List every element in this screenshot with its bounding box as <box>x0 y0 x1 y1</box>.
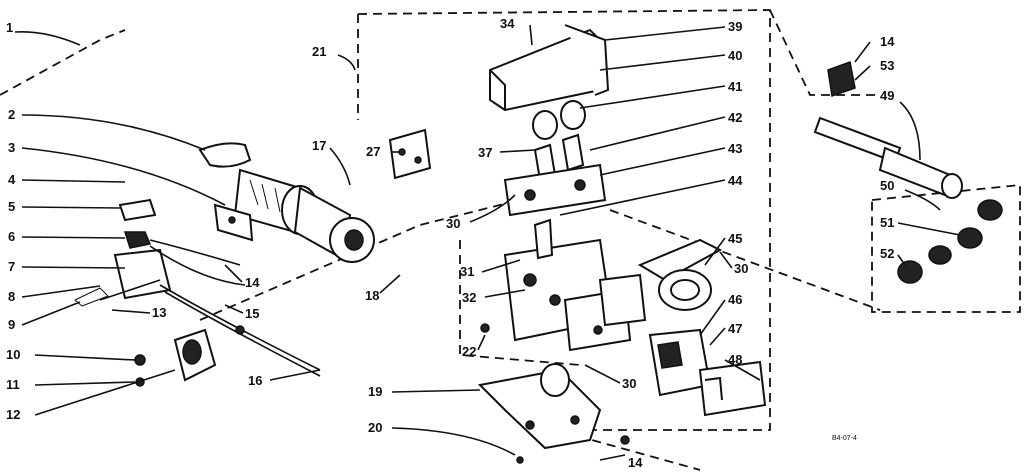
label-7: 7 <box>8 259 15 274</box>
label-14: 14 <box>245 275 260 290</box>
upper-assembly-boundary <box>357 9 771 431</box>
assembly-boundaries <box>0 9 1021 471</box>
hood-assembly <box>388 24 610 180</box>
label-1: 1 <box>6 20 13 35</box>
valve-stems <box>503 100 607 217</box>
igniter-assembly <box>74 198 246 307</box>
label-17: 17 <box>312 138 326 153</box>
label-19: 19 <box>368 384 382 399</box>
knob-12 <box>134 328 217 387</box>
label-14-top-right: 14 <box>880 34 895 49</box>
label-42: 42 <box>728 110 742 125</box>
solenoid-parts <box>648 328 767 417</box>
callout-labels: 1 2 3 4 5 6 7 8 9 10 11 12 13 14 15 16 1… <box>6 16 895 470</box>
label-51: 51 <box>880 215 894 230</box>
pilot-connection-line <box>609 209 881 311</box>
label-3: 3 <box>8 140 15 155</box>
label-52: 52 <box>880 246 894 261</box>
label-45: 45 <box>728 231 742 246</box>
label-8: 8 <box>8 289 15 304</box>
label-34: 34 <box>500 16 515 31</box>
leader-lines <box>14 24 961 461</box>
pilot-group-boundary <box>871 184 1021 313</box>
label-10: 10 <box>6 347 20 362</box>
label-5: 5 <box>8 199 15 214</box>
label-12: 12 <box>6 407 20 422</box>
label-30-c: 30 <box>622 376 636 391</box>
label-15: 15 <box>245 306 259 321</box>
label-31: 31 <box>460 264 474 279</box>
label-32: 32 <box>462 290 476 305</box>
mounting-bracket-19 <box>477 363 630 464</box>
label-41: 41 <box>728 79 742 94</box>
label-39: 39 <box>728 19 742 34</box>
label-9: 9 <box>8 317 15 332</box>
valve-group-boundary <box>459 240 581 366</box>
label-46: 46 <box>728 292 742 307</box>
pilot-assembly <box>813 60 1003 284</box>
label-53: 53 <box>880 58 894 73</box>
label-27: 27 <box>366 144 380 159</box>
main-assembly-line <box>0 29 126 96</box>
thermocouple <box>159 284 321 377</box>
spring-and-bracket-45 <box>637 238 723 311</box>
burner-tube <box>198 142 375 263</box>
label-30-a: 30 <box>446 216 460 231</box>
label-11: 11 <box>6 377 20 392</box>
label-44: 44 <box>728 173 743 188</box>
label-40: 40 <box>728 48 742 63</box>
corner-code: B4-07-4 <box>832 435 857 442</box>
label-6: 6 <box>8 229 15 244</box>
label-13: 13 <box>152 305 166 320</box>
label-21: 21 <box>312 44 326 59</box>
gas-valve-body <box>480 218 647 352</box>
boundary-to-pilot <box>769 9 880 96</box>
label-49: 49 <box>880 88 894 103</box>
label-20: 20 <box>368 420 382 435</box>
label-4: 4 <box>8 172 16 187</box>
label-14-bottom: 14 <box>628 455 643 470</box>
manifold-dashline <box>199 199 521 321</box>
label-37: 37 <box>478 145 492 160</box>
label-18-left: 18 <box>365 288 379 303</box>
label-30-b: 30 <box>734 261 748 276</box>
label-47: 47 <box>728 321 742 336</box>
label-16: 16 <box>248 373 262 388</box>
mounting-bracket-3 <box>213 203 254 242</box>
label-43: 43 <box>728 141 742 156</box>
label-50: 50 <box>880 178 894 193</box>
label-22: 22 <box>462 344 476 359</box>
label-48: 48 <box>728 352 742 367</box>
label-2: 2 <box>8 107 15 122</box>
